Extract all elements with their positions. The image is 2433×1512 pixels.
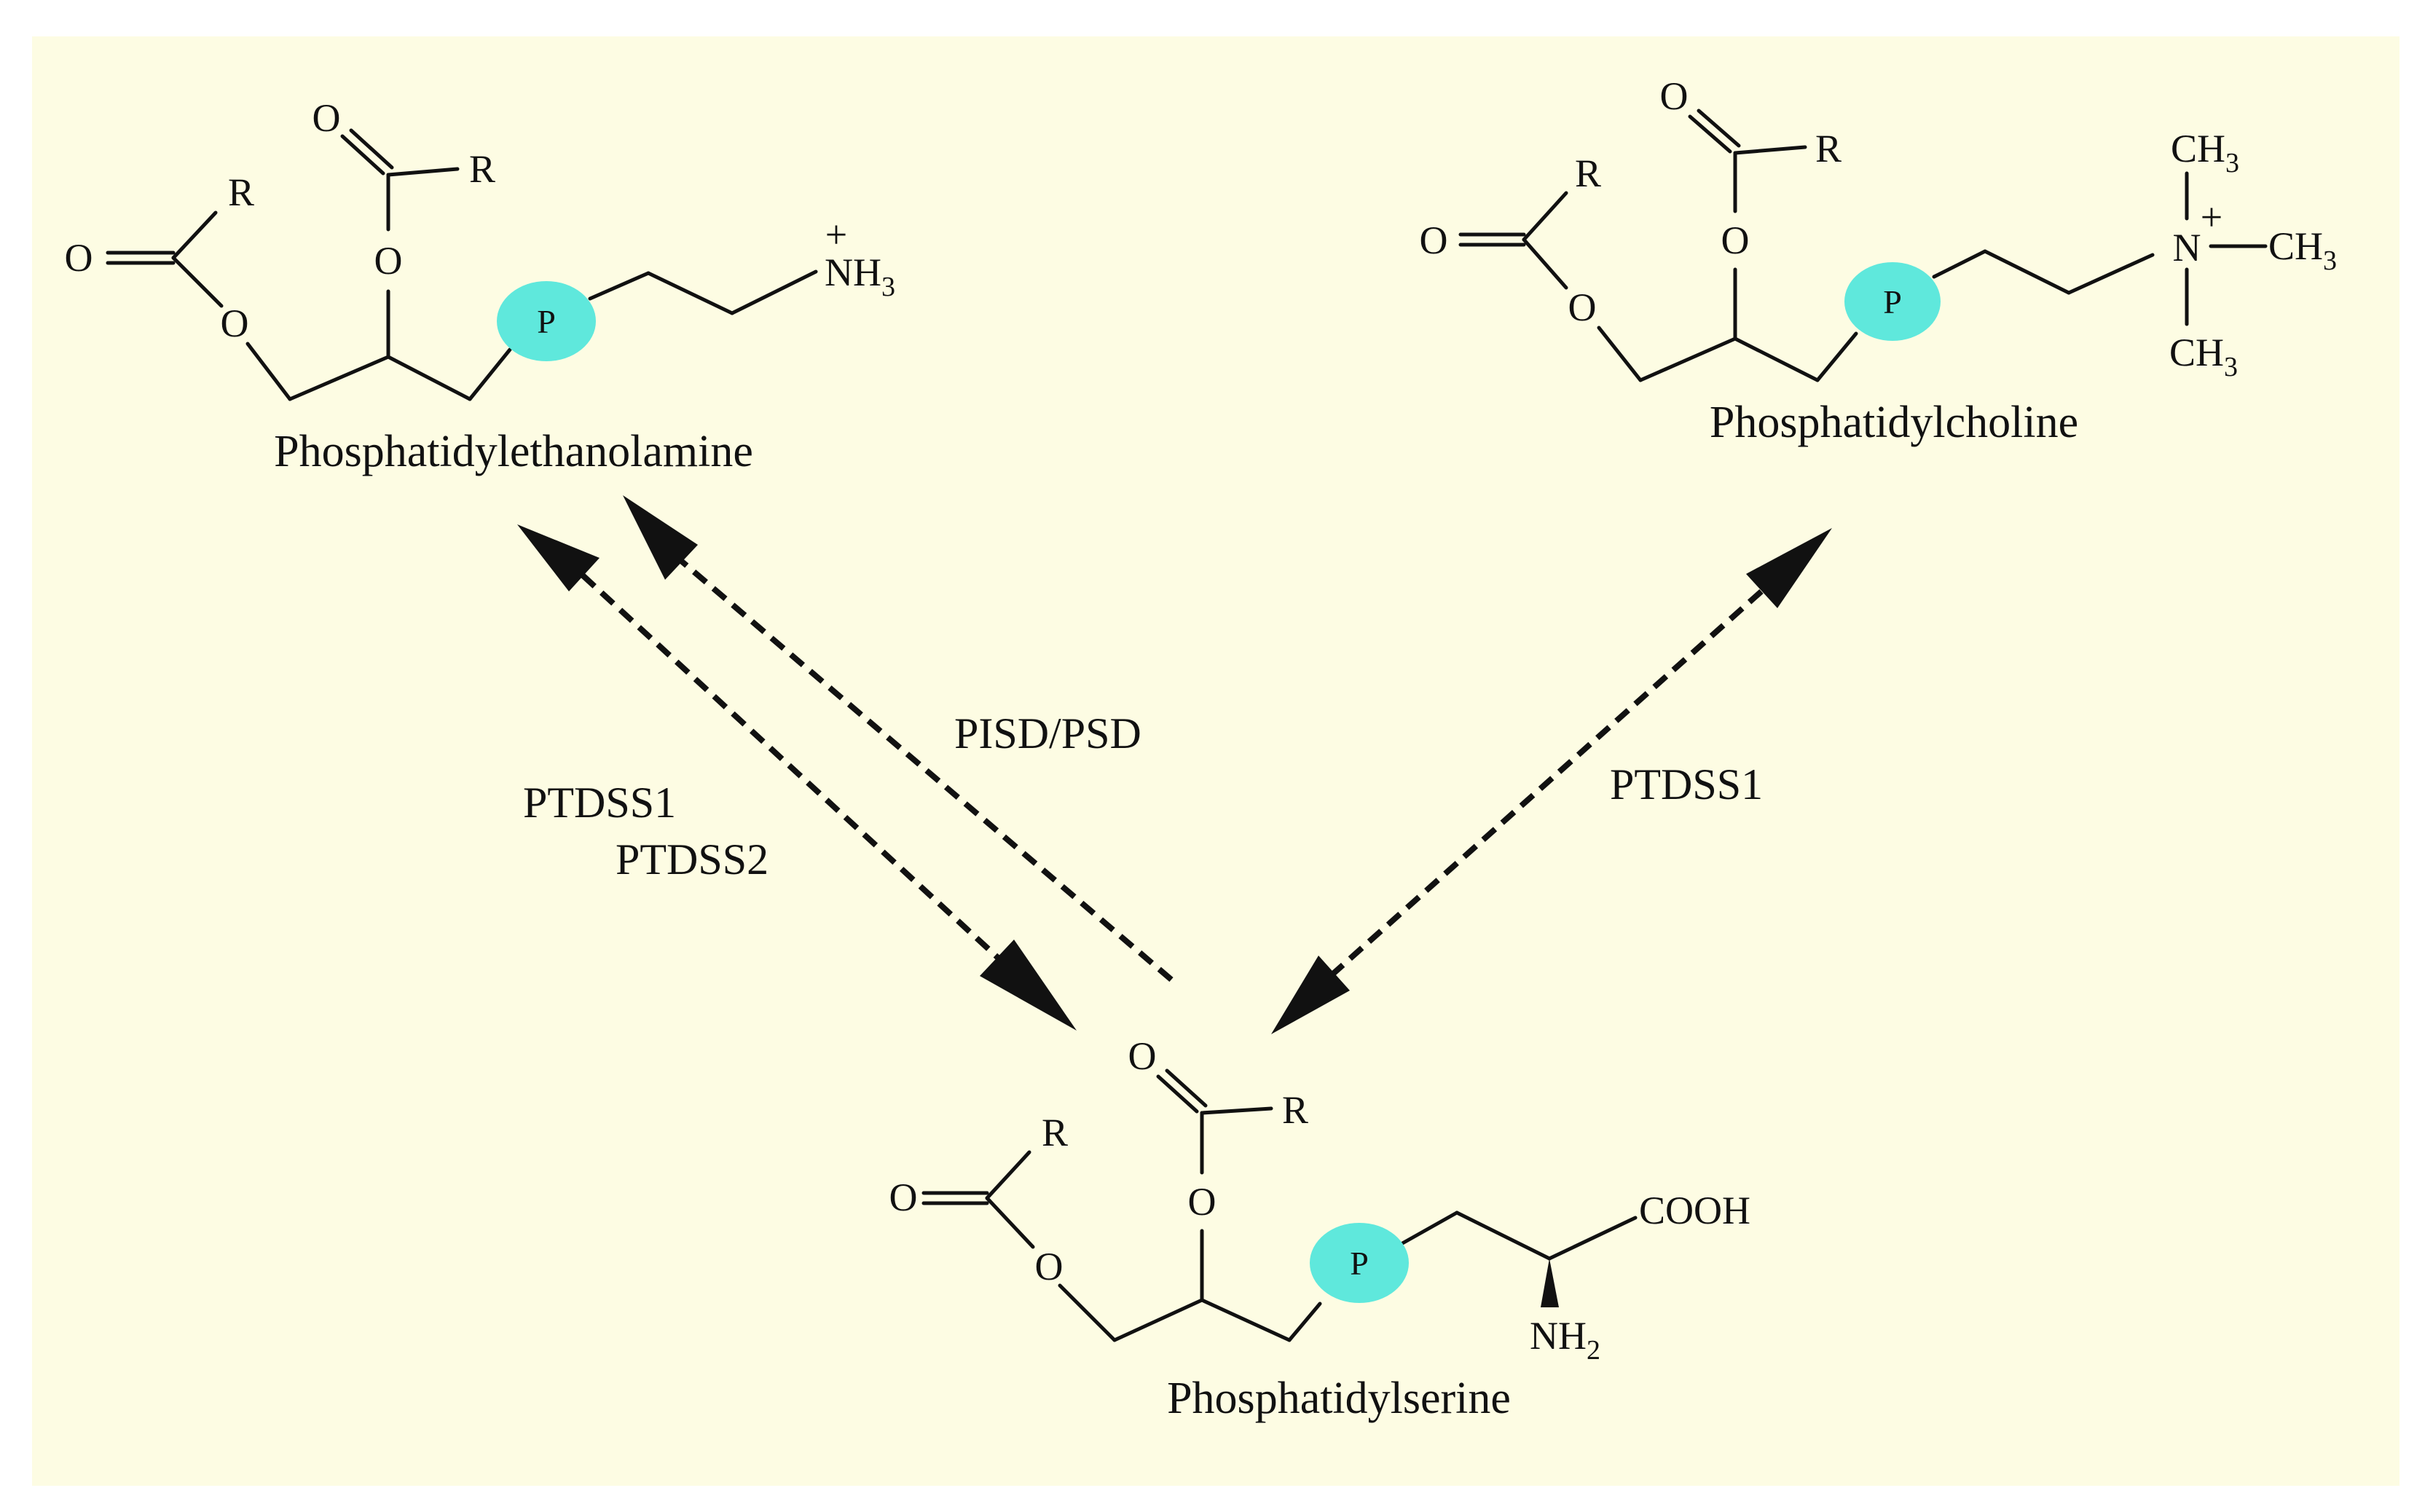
pc-carbonyl-oxygen-1: O: [1420, 218, 1448, 262]
ps-amine-label: NH: [1530, 1314, 1587, 1358]
ps-name: Phosphatidylserine: [1167, 1374, 1511, 1423]
phosphatidylcholine-structure: O O R O O R P N + CH3 CH3 CH3 Phosphatid…: [1420, 74, 2338, 447]
pc-positive-charge: +: [2201, 195, 2222, 239]
pc-methyl-bottom: CH3: [2169, 331, 2238, 382]
ps-r-group-1: R: [1042, 1111, 1068, 1154]
arrow-ptdss-left-bidirectional: [517, 524, 1077, 1031]
ps-amine-subscript: 2: [1587, 1335, 1600, 1366]
pe-ester-oxygen-2: O: [374, 239, 403, 283]
pc-ester-oxygen-1: O: [1568, 286, 1597, 329]
ps-carbonyl-oxygen-1: O: [889, 1176, 918, 1219]
figure-panel: [32, 36, 2399, 1486]
pe-ammonium: NH3: [825, 251, 895, 302]
arrow-pisd-psd: [623, 495, 1174, 983]
phosphatidylserine-structure: O O R O O R P COOH NH2 Phosphatidylserin…: [889, 1034, 1751, 1423]
pc-methyl-right-label: CH: [2268, 224, 2323, 268]
ps-carboxyl: COOH: [1639, 1189, 1750, 1232]
arrowhead-to-pe: [517, 524, 600, 591]
arrow-ptdss1-right-bidirectional: [1271, 528, 1832, 1034]
pc-name: Phosphatidylcholine: [1710, 398, 2078, 447]
pc-phosphate-label: P: [1883, 283, 1902, 320]
ps-bonds: [921, 1068, 1638, 1342]
pe-r-group-2: R: [469, 147, 495, 191]
pc-r-group-1: R: [1575, 151, 1601, 195]
pe-carbonyl-oxygen-2: O: [313, 96, 341, 140]
ps-ester-oxygen-1: O: [1035, 1245, 1064, 1288]
enzyme-label-pisd-psd: PISD/PSD: [954, 709, 1141, 757]
ps-carbonyl-oxygen-2: O: [1128, 1034, 1157, 1078]
ps-phosphate-group: [1310, 1223, 1409, 1303]
phosphatidylethanolamine-structure: O O R O O R P NH3 + Phosphatidylethanola…: [65, 96, 896, 476]
pe-phosphate-group: [497, 281, 596, 361]
enzyme-label-ptdss2: PTDSS2: [616, 835, 769, 883]
ps-r-group-2: R: [1282, 1088, 1308, 1132]
pc-r-group-2: R: [1815, 127, 1842, 170]
arrowhead-to-pc: [1746, 528, 1832, 608]
arrowhead-to-ps-left: [980, 940, 1077, 1031]
pe-ester-oxygen-1: O: [221, 302, 249, 345]
pc-methyl-top: CH3: [2171, 127, 2239, 178]
pe-r-group-1: R: [228, 170, 254, 214]
pc-phosphate-group: [1844, 262, 1941, 341]
ps-wedge-bond: [1541, 1259, 1559, 1307]
pc-methyl-top-label: CH: [2171, 127, 2225, 170]
pe-bonds: [106, 128, 818, 401]
pc-methyl-right-subscript: 3: [2323, 245, 2337, 276]
arrowhead-pisd-to-pe: [623, 495, 698, 580]
pc-methyl-top-subscript: 3: [2225, 148, 2239, 178]
pc-ester-oxygen-2: O: [1721, 218, 1750, 262]
pc-carbonyl-oxygen-2: O: [1660, 74, 1689, 118]
ps-phosphate-label: P: [1350, 1245, 1369, 1282]
ps-amine: NH2: [1530, 1314, 1600, 1366]
pe-amine-label: NH: [825, 251, 881, 294]
pc-methyl-right: CH3: [2268, 224, 2337, 276]
pc-methyl-bottom-subscript: 3: [2224, 352, 2238, 382]
pe-carbonyl-oxygen-1: O: [65, 236, 93, 280]
pc-methyl-bottom-label: CH: [2169, 331, 2224, 374]
enzyme-label-ptdss1-right: PTDSS1: [1610, 760, 1763, 808]
ps-ester-oxygen-2: O: [1188, 1180, 1216, 1224]
pc-bonds: [1458, 109, 2268, 382]
arrowhead-to-ps-right: [1271, 956, 1350, 1034]
pc-nitrogen: N: [2173, 226, 2201, 269]
pe-amine-subscript: 3: [881, 272, 895, 302]
pe-name: Phosphatidylethanolamine: [274, 427, 753, 476]
pe-positive-charge: +: [825, 213, 847, 256]
enzyme-label-ptdss1-left: PTDSS1: [523, 779, 676, 827]
pe-phosphate-label: P: [537, 303, 556, 340]
